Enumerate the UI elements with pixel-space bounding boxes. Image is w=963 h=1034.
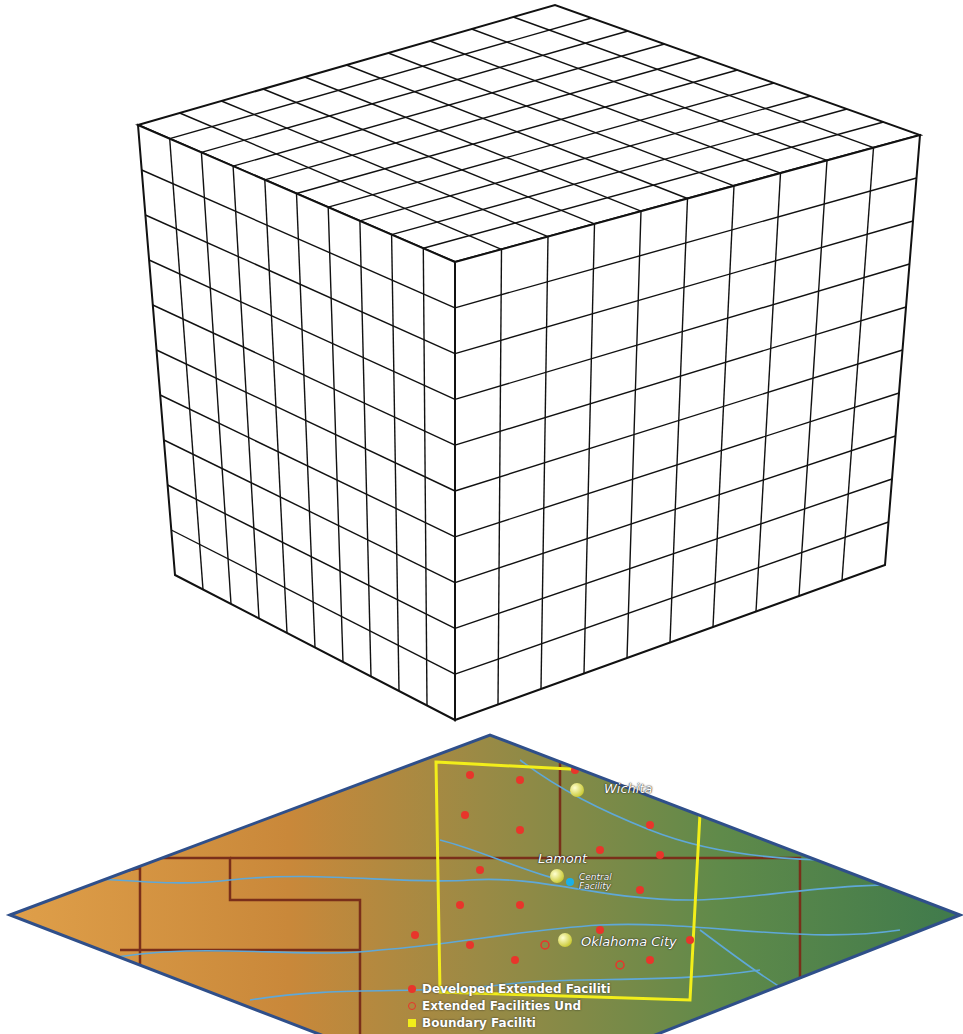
legend-symbol xyxy=(408,1002,416,1010)
map xyxy=(0,730,963,1034)
legend-text: Developed Extended Faciliti xyxy=(422,982,611,996)
map-label: Lamont xyxy=(538,852,587,866)
legend-text: Extended Facilities Und xyxy=(422,999,581,1013)
legend-row: Extended Facilities Und xyxy=(408,999,581,1013)
legend-symbol xyxy=(408,1019,416,1027)
map-label: Central Facility xyxy=(579,873,627,892)
map-label: Wichita xyxy=(604,782,653,796)
legend-swatch xyxy=(408,985,416,993)
map-label: Oklahoma City xyxy=(581,935,677,949)
legend-row: Developed Extended Faciliti xyxy=(408,982,611,996)
legend-row: Boundary Faciliti xyxy=(408,1016,536,1030)
grid-cube xyxy=(138,5,920,720)
legend-text: Boundary Faciliti xyxy=(422,1016,536,1030)
